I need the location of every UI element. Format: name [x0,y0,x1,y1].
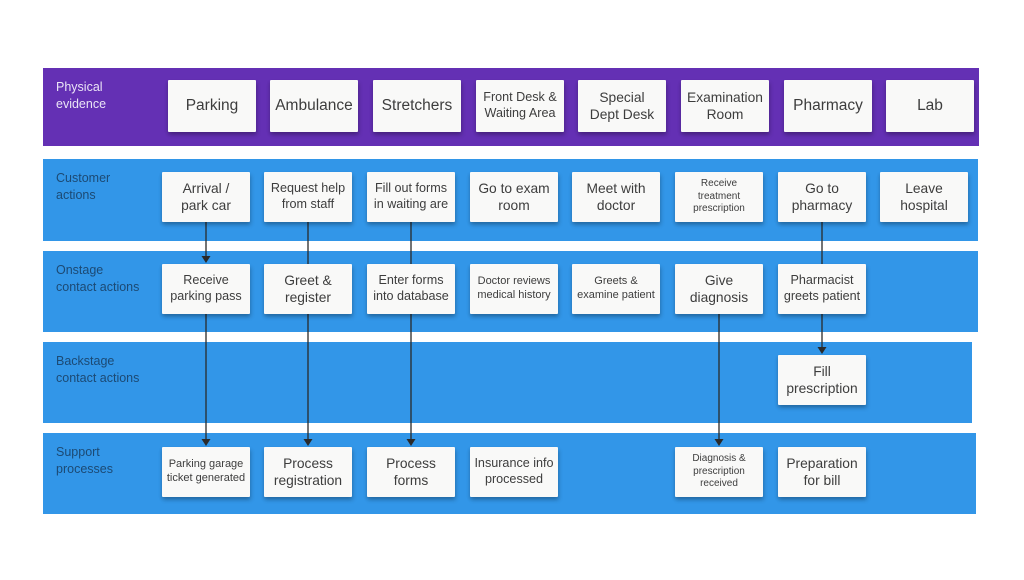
lane-label-customer-actions: Customer actions [56,171,111,202]
card-fill-prescription[interactable]: Fill prescription [778,355,866,405]
card-front-desk-waiting-area[interactable]: Front Desk & Waiting Area [476,80,564,132]
card-label: Leave hospital [900,180,948,213]
card-pharmacy[interactable]: Pharmacy [784,80,872,132]
card-label: Receive treatment prescription [693,178,745,215]
lane-label-physical-evidence: Physical evidence [56,80,107,111]
card-enter-forms-into-database[interactable]: Enter forms into database [367,264,455,314]
card-fill-out-forms[interactable]: Fill out forms in waiting are [367,172,455,222]
card-go-to-pharmacy[interactable]: Go to pharmacy [778,172,866,222]
card-special-dept-desk[interactable]: Special Dept Desk [578,80,666,132]
card-request-help-from-staff[interactable]: Request help from staff [264,172,352,222]
card-label: Insurance info processed [474,456,554,486]
card-label: Greet & register [284,272,332,305]
card-label: Greets & examine patient [577,275,655,301]
card-label: Fill prescription [786,363,858,396]
card-meet-with-doctor[interactable]: Meet with doctor [572,172,660,222]
card-label: Go to exam room [478,180,550,213]
card-process-forms[interactable]: Process forms [367,447,455,497]
card-label: Ambulance [275,97,353,115]
card-pharmacist-greets-patient[interactable]: Pharmacist greets patient [778,264,866,314]
card-label: Enter forms into database [373,273,449,303]
card-leave-hospital[interactable]: Leave hospital [880,172,968,222]
card-label: Process forms [386,455,436,488]
card-stretchers[interactable]: Stretchers [373,80,461,132]
card-label: Examination Room [687,89,763,122]
lane-label-support-processes: Support processes [56,445,113,476]
card-label: Pharmacy [793,97,863,115]
card-label: Front Desk & Waiting Area [483,90,557,120]
card-label: Request help from staff [270,181,346,211]
card-diagnosis-prescription-received[interactable]: Diagnosis & prescription received [675,447,763,497]
card-process-registration[interactable]: Process registration [264,447,352,497]
card-go-to-exam-room[interactable]: Go to exam room [470,172,558,222]
card-label: Meet with doctor [586,180,646,213]
card-arrival-park-car[interactable]: Arrival / park car [162,172,250,222]
card-greets-and-examine-patient[interactable]: Greets & examine patient [572,264,660,314]
card-ambulance[interactable]: Ambulance [270,80,358,132]
card-give-diagnosis[interactable]: Give diagnosis [675,264,763,314]
card-label: Lab [917,97,943,115]
lane-label-backstage-contact-actions: Backstage contact actions [56,354,140,385]
card-insurance-info-processed[interactable]: Insurance info processed [470,447,558,497]
card-label: Preparation for bill [786,455,858,488]
lane-label-onstage-contact-actions: Onstage contact actions [56,263,140,294]
card-examination-room[interactable]: Examination Room [681,80,769,132]
card-greet-and-register[interactable]: Greet & register [264,264,352,314]
card-label: Pharmacist greets patient [783,273,861,303]
card-parking[interactable]: Parking [168,80,256,132]
card-receive-treatment-prescription[interactable]: Receive treatment prescription [675,172,763,222]
card-label: Special Dept Desk [589,89,655,122]
card-label: Receive parking pass [170,273,242,303]
card-label: Go to pharmacy [791,180,853,213]
card-label: Process registration [273,455,343,488]
card-label: Fill out forms in waiting are [373,181,449,211]
card-label: Give diagnosis [689,272,749,305]
card-label: Stretchers [381,97,453,115]
card-label: Parking garage ticket generated [166,458,246,484]
card-label: Arrival / park car [181,180,231,213]
card-label: Diagnosis & prescription received [692,453,746,490]
card-lab[interactable]: Lab [886,80,974,132]
card-label: Doctor reviews medical history [477,275,551,301]
card-preparation-for-bill[interactable]: Preparation for bill [778,447,866,497]
card-parking-garage-ticket-generated[interactable]: Parking garage ticket generated [162,447,250,497]
card-doctor-reviews-medical-history[interactable]: Doctor reviews medical history [470,264,558,314]
card-label: Parking [185,97,239,115]
card-receive-parking-pass[interactable]: Receive parking pass [162,264,250,314]
